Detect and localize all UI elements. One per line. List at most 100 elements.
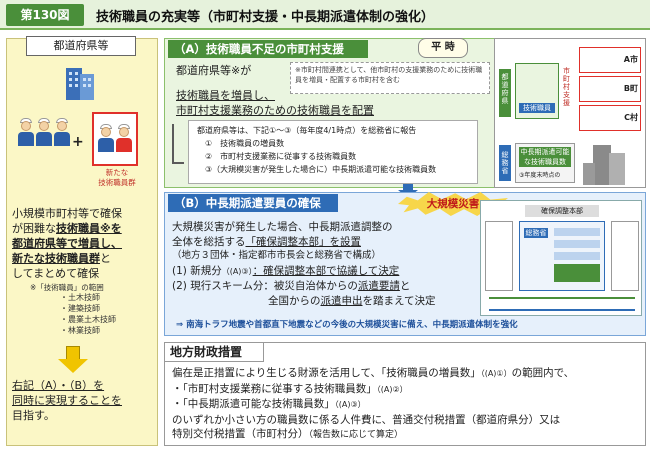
section-a-line3: 市町村支援業務のための技術職員を配置 [176,104,374,117]
left-bottom-1: 右記（A）・（B）を [12,379,105,392]
left-panel [6,38,158,446]
section-b-diagram: 確保調整本部 総務省 [480,200,642,316]
office-tower-icon [583,145,625,185]
new-staff-frame [92,112,138,166]
c-line1c: の範囲内で、 [511,367,575,379]
left-conclusion: 右記（A）・（B）を 同時に実現することを 目指す。 [12,378,154,423]
city-label: B町 [623,84,638,93]
city-label: C村 [624,113,638,122]
diagram-hq-row [554,252,600,260]
item1-ref: （(A)③） [221,266,253,276]
item2-offer: 派遣申出 [320,294,363,307]
section-a-line1: 都道府県等※が [176,64,252,77]
diagram-flow-lines [489,297,635,311]
page-title: 技術職員の充実等（市町村支援・中長期派遣体制の強化） [96,10,435,25]
section-b-footer: ⇒ 南海トラフ地震や首都直下地震などの今後の大規模災害に備え、中長期派遣体制を強… [176,320,518,330]
left-description: 小規模市町村等で確保 が困難な技術職員※を 都道府県等で増員し、 新たな技術職員… [12,206,154,281]
c-line2a: ・「市町村支援業務に従事する技術職員数」 [172,382,377,395]
left-bottom-3: 目指す。 [12,409,55,422]
c-line1b: （(A)①） [480,369,512,378]
new-staff-label-line2: 技術職員群 [98,178,136,187]
left-text-5: してまとめて確保 [12,267,100,280]
item2-decide: を踏まえて決定 [362,294,436,307]
down-arrow-icon [398,184,418,198]
section-c-line2: ・「市町村支援業務に従事する技術職員数」（(A)②） [172,382,642,398]
note-item: ・建築技師 [60,304,100,313]
note-item: ・土木技師 [60,293,100,302]
left-bottom-2: 同時に実現することを [12,394,122,407]
left-text-3: 都道府県等で増員し、 [12,237,122,250]
note-item: ・農業土木技師 [60,315,116,324]
section-c-line5: 特別交付税措置（市町村分）（報告数に応じて算定） [172,427,642,443]
section-b-line3: （地方３団体・指定都市市長会と総務省で構成） [172,250,382,261]
item2-label: (2) 現行スキーム分：被災自治体からの [172,280,358,292]
plus-icon: + [72,134,84,150]
diagram-hq-row [554,240,600,248]
diagram-right-box [611,221,639,291]
report-item: ③（大規模災害が発生した場合に）中長期派遣可能な技術職員数 [205,165,437,174]
item1-text: ：確保調整本部で協議して決定 [252,264,400,277]
section-c-body: 偏在是正措置により生じる財源を活用して、「技術職員の増員数」（(A)①）の範囲内… [172,366,642,443]
left-text-4a: 新たな技術職員群 [12,252,100,265]
diagram-hq-box: 総務省 [519,221,605,291]
section-a-diagram: 都道府県 技術職員 市町村支援 A市 B町 C村 総務省 中長期派遣可能な技術職… [494,38,646,188]
section-c-line3: ・「中長期派遣可能な技術職員数」（(A)③） [172,397,642,413]
section-b-item2-cont: 全国からの派遣申出を踏まえて決定 [172,294,472,309]
diagram-hq-row [554,228,600,236]
prefecture-box: 都道府県等 [26,36,136,56]
diagram-staff-label: 技術職員 [519,103,555,113]
diagram-hq-title: 確保調整本部 [525,205,599,217]
section-a-title: （A）技術職員不足の市町村支援 [168,40,368,58]
report-connector [172,124,184,164]
diagram-cities: A市 B町 C村 [579,47,641,133]
section-b-item2: (2) 現行スキーム分：被災自治体からの派遣要請と [172,279,472,294]
new-staff-label: 新たな 技術職員群 [88,168,146,188]
down-arrow-head [58,359,88,373]
section-c-line1: 偏在是正措置により生じる財源を活用して、「技術職員の増員数」（(A)①）の範囲内… [172,366,642,382]
c-line5b: （報告数に応じて算定） [308,430,404,440]
item1-label: (1) 新規分 [172,264,222,277]
c-line3b: （(A)③） [334,400,366,409]
left-text-2: が困難な技術職員※を [12,221,154,236]
diagram-pref-label: 都道府県 [499,69,511,117]
section-b-title: （B）中長期派遣要員の確保 [168,194,338,212]
note-item: ・林業技師 [60,326,100,335]
left-text-1: 小規模市町村等で確保 [12,207,122,220]
new-staff-label-line1: 新たな [105,168,129,177]
diagram-left-box [485,221,513,291]
section-c [164,342,646,446]
section-c-line4: のいずれか小さい方の職員数に係る人件費に、普通交付税措置（都道府県分）又は [172,413,561,426]
diagram-report-note: ③年度末時点の [519,172,561,179]
c-line2b: （(A)②） [376,384,408,394]
c-line5a: 特別交付税措置（市町村分） [172,428,309,440]
c-line1a: 偏在是正措置により生じる財源を活用して、「技術職員の増員数」 [172,367,481,379]
section-b-line2: 全体を総括する「確保調整本部」を設置 [172,235,472,250]
diagram-dispatch-label: 中長期派遣可能な技術職員数 [519,147,571,167]
section-b-line2b: 「確保調整本部」を設置 [245,235,362,248]
section-a-note: ※市町村間連携として、他市町村の支援業務のために技術職員を増員・配置する市町村を… [290,62,490,94]
header-bar [0,0,650,30]
report-item: ① 技術職員の増員数 [205,139,285,148]
diagram-hq-member: 総務省 [524,228,548,238]
down-arrow-icon [66,346,80,360]
section-c-title: 地方財政措置 [164,342,264,362]
item2-and: と [399,280,411,292]
normal-time-badge: 平 時 [418,38,468,58]
section-b-line1: 大規模災害が発生した場合、中長期派遣調整の [172,221,393,233]
c-line3a: ・「中長期派遣可能な技術職員数」 [172,398,335,410]
diagram-support-note: 市町村支援 [563,67,570,107]
report-heading: 都道府県等は、下記①～③（毎年度4/1時点）を総務省に報告 [197,126,417,135]
section-a-body: 技術職員を増員し、 市町村支援業務のための技術職員を配置 [176,88,374,118]
section-b-body: 大規模災害が発生した場合、中長期派遣調整の 全体を総括する「確保調整本部」を設置… [172,220,472,308]
section-b-item1: (1) 新規分（(A)③）：確保調整本部で協議して決定 [172,264,472,280]
section-b-line2a: 全体を総括する [172,235,246,248]
left-text-2b: 技術職員※を [56,222,122,235]
city-label: A市 [623,55,638,64]
left-text-4b: と [100,252,111,265]
staff-group-icon [18,118,70,146]
item2-request: 派遣要請 [357,280,400,292]
report-item: ② 市町村支援業務に従事する技術職員数 [205,152,357,161]
diagram-ministry-label: 総務省 [499,145,511,181]
figure-number: 第130図 [6,4,84,26]
tech-staff-note-title: ※「技術職員」の範囲 [30,283,104,292]
